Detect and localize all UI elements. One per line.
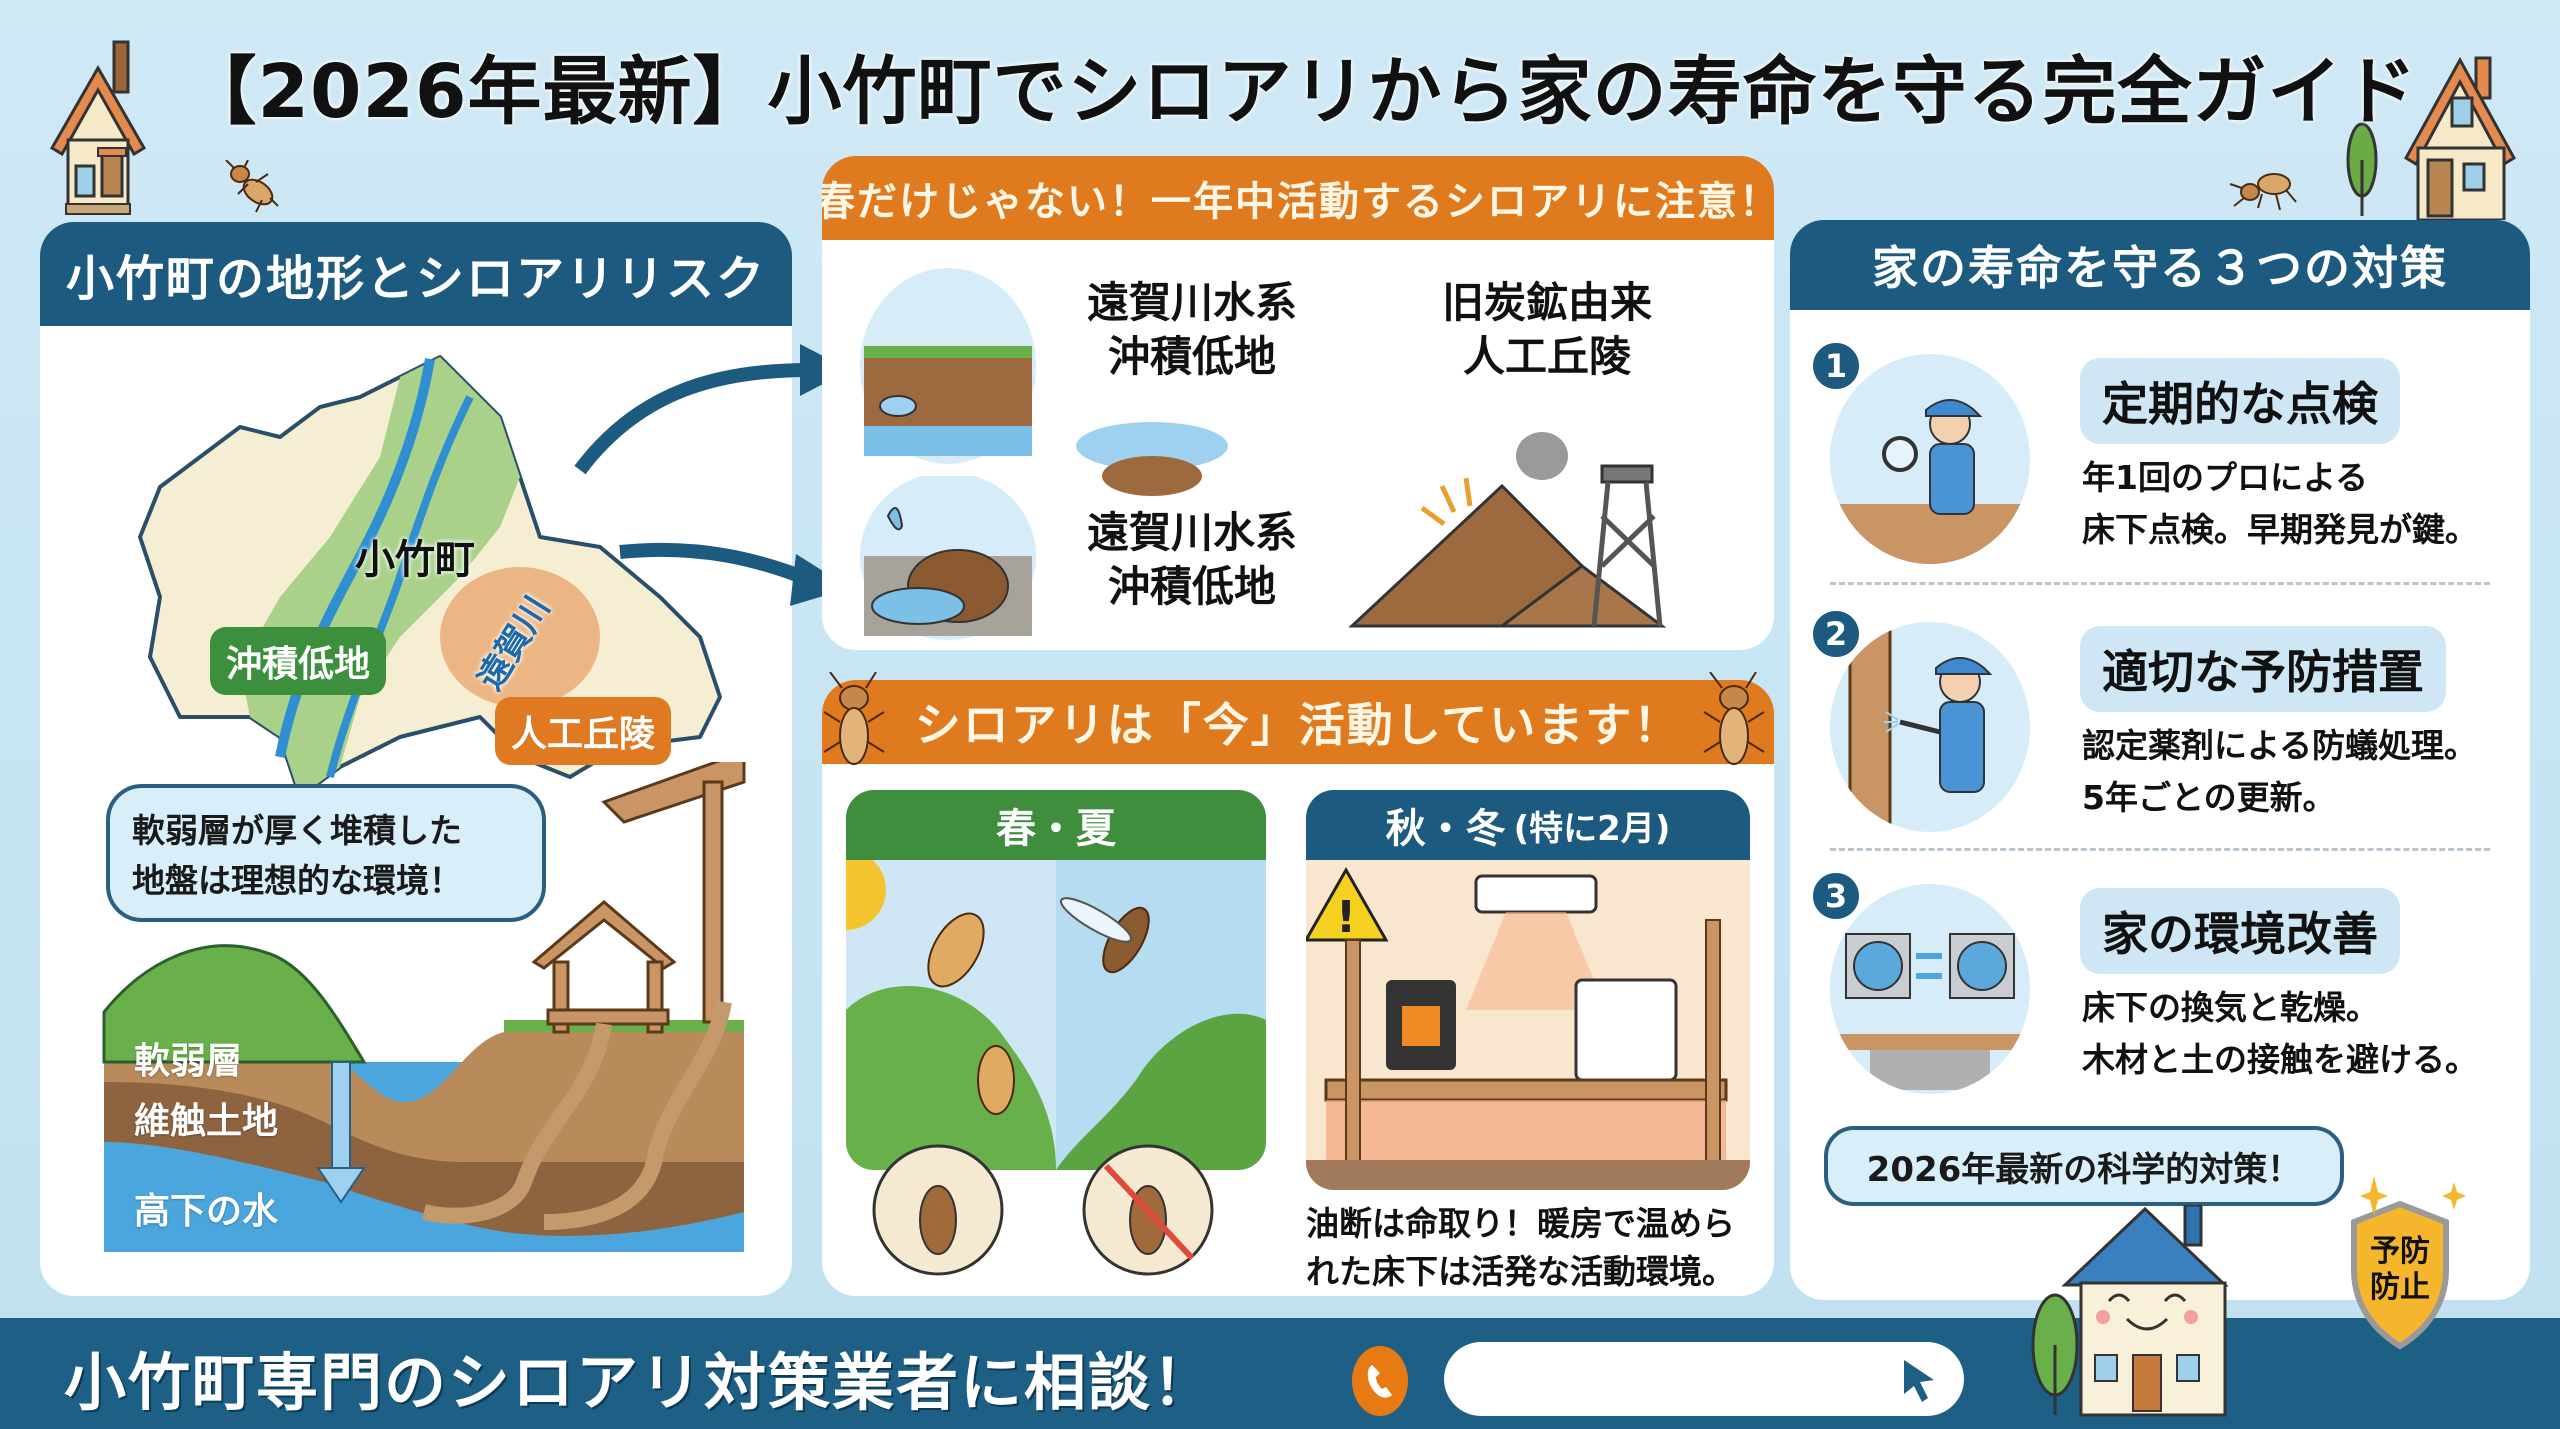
warning-line: 油断は命取り！暖房で温めら (1306, 1204, 1735, 1243)
terrain-risk-heading: 小竹町の地形とシロアリリスク (40, 222, 792, 326)
measure-desc: 認定薬剤による防蟻処理。 5年ごとの更新。 (2082, 720, 2477, 824)
divider (1830, 848, 2490, 851)
step-number-badge: 2 (1810, 608, 1862, 660)
autumn-winter-card: 秋・冬 (特に2月) ! (1306, 790, 1750, 1190)
risk-alluvial-2: 遠賀川水系 沖積低地 (1087, 506, 1297, 614)
measure-title: 適切な予防措置 (2080, 626, 2446, 712)
bubble-line: 地盤は理想的な環境！ (132, 861, 462, 900)
wet-mud-icon (860, 476, 1036, 640)
sprayer-worker-icon (1830, 622, 2030, 832)
puddle-icon (1076, 422, 1228, 496)
layer-soft-soil-label: 軟弱層 (134, 1041, 243, 1082)
footer-cta-bar: 小竹町専門のシロアリ対策業者に相談！ (0, 1318, 2560, 1429)
house-right-icon (2346, 56, 2517, 220)
ground-illustration (102, 762, 746, 1252)
winter-warning-text: 油断は命取り！暖房で温めら れた床下は活発な活動環境。 (1306, 1200, 1766, 1296)
risk-line: 沖積低地 (1108, 562, 1277, 611)
town-map: 小竹町 沖積低地 遠賀川 人工丘陵 (100, 337, 790, 807)
measure-environment: 3 家の環境改善 床下の換気と乾燥。 木材と土の接触を避ける。 (1810, 870, 2510, 1120)
measure-prevention: 2 適切な予防措置 認定薬剤による防蟻処理。 5年ごとの更新。 (1810, 608, 2510, 858)
termite-icon (2229, 173, 2297, 211)
sparkle-icon (2360, 1176, 2466, 1216)
termite-icon (225, 160, 279, 213)
season-note: (特に2月) (1513, 808, 1671, 849)
season-name: 秋・冬 (1385, 806, 1506, 852)
divider (1830, 582, 2490, 585)
warning-line: れた床下は活発な活動環境。 (1306, 1252, 1735, 1291)
layer-contact-soil-label: 維触土地 (134, 1101, 279, 1142)
spring-summer-card: 春・夏 (846, 790, 1266, 1170)
flow-arrow-icon (574, 344, 850, 606)
risk-line: 沖積低地 (1108, 332, 1277, 381)
layer-groundwater-label: 高下の水 (134, 1191, 279, 1232)
risk-mine-hill: 旧炭鉱由来 人工丘陵 (1442, 276, 1652, 384)
house-left-icon (49, 40, 147, 215)
terrain-risk-panel: 小竹町の地形とシロアリリスク 小竹町 沖積低地 遠賀川 人工丘陵 (40, 222, 792, 1296)
map-hill-label: 人工丘陵 (495, 697, 672, 765)
map-alluvial-label: 沖積低地 (210, 627, 387, 695)
shield-line: 防止 (2370, 1270, 2430, 1305)
page-title: 【2026年最新】小竹町でシロアリから家の寿命を守る完全ガイド (182, 48, 2418, 135)
prevention-shield-badge: 予防 防止 (2350, 1200, 2450, 1350)
shield-text: 予防 防止 (2350, 1234, 2450, 1306)
science-speech-bubble: 2026年最新の科学的対策！ (1824, 1126, 2344, 1206)
measure-inspection: 1 定期的な点検 年1回のプロによる 床下点検。早期発見が鍵。 (1810, 340, 2510, 590)
risk-line: 人工丘陵 (1463, 332, 1632, 381)
coal-mine-hill-icon (1348, 432, 1667, 628)
autumn-winter-label: 秋・冬 (特に2月) (1306, 790, 1750, 860)
bubble-line: 軟弱層が厚く堆積した (132, 811, 462, 850)
ground-cross-section: 軟弱層が厚く堆積した 地盤は理想的な環境！ 軟弱層 維触土地 高下の水 (64, 762, 784, 1282)
three-measures-panel: 家の寿命を守る３つの対策 1 定期的な点検 年1回のプロによる 床下点検。早期発… (1790, 220, 2530, 1300)
risk-line: 遠賀川水系 (1087, 278, 1298, 327)
measure-title: 家の環境改善 (2080, 888, 2400, 974)
inspector-icon (1830, 354, 2030, 564)
ventilation-fans-icon (1830, 884, 2030, 1094)
alluvial-soil-icon (860, 268, 1036, 464)
termite-icon (1703, 672, 1765, 765)
spring-summer-label: 春・夏 (846, 790, 1266, 860)
three-measures-heading: 家の寿命を守る３つの対策 (1790, 220, 2530, 310)
desc-line: 認定薬剤による防蟻処理。 (2082, 726, 2478, 765)
ground-speech-bubble: 軟弱層が厚く堆積した 地盤は理想的な環境！ (106, 784, 546, 922)
risk-line: 旧炭鉱由来 (1442, 278, 1653, 327)
consult-cta-text: 小竹町専門のシロアリ対策業者に相談！ (64, 1346, 1217, 1419)
phone-icon (1367, 1365, 1392, 1398)
current-activity-heading: シロアリは「今」活動しています！ (822, 680, 1774, 764)
svg-text:!: ! (1336, 892, 1356, 943)
desc-line: 木材と土の接触を避ける。 (2082, 1040, 2478, 1079)
shield-line: 予防 (2370, 1234, 2430, 1269)
termite-compare-icon (872, 1144, 1214, 1276)
desc-line: 5年ごとの更新。 (2082, 778, 2336, 817)
spring-summer-illustration (846, 850, 1266, 1170)
measure-desc: 年1回のプロによる 床下点検。早期発見が鍵。 (2082, 452, 2478, 556)
current-activity-panel: シロアリは「今」活動しています！ 春・夏 秋・冬 (特に2月) ! (822, 680, 1774, 1296)
contact-input[interactable] (1444, 1342, 1964, 1416)
desc-line: 年1回のプロによる (2082, 458, 2368, 497)
pointer-cursor-icon (1904, 1360, 1934, 1402)
measure-desc: 床下の換気と乾燥。 木材と土の接触を避ける。 (2082, 982, 2478, 1086)
map-town-label: 小竹町 (355, 537, 475, 583)
step-number-badge: 1 (1810, 340, 1862, 392)
termite-icon (823, 672, 885, 765)
winter-heating-illustration: ! (1306, 860, 1750, 1190)
phone-button[interactable] (1352, 1346, 1408, 1416)
measure-title: 定期的な点検 (2080, 358, 2400, 444)
risk-alluvial-1: 遠賀川水系 沖積低地 (1087, 276, 1297, 384)
year-round-heading: 春だけじゃない！一年中活動するシロアリに注意！ (822, 156, 1774, 240)
desc-line: 床下の換気と乾燥。 (2082, 988, 2379, 1027)
smiling-house-mascot (2031, 1205, 2229, 1417)
year-round-activity-panel: 春だけじゃない！一年中活動するシロアリに注意！ 遠賀川水系 沖積低地 遠賀川水系… (822, 156, 1774, 650)
desc-line: 床下点検。早期発見が鍵。 (2082, 510, 2478, 549)
risk-line: 遠賀川水系 (1087, 508, 1298, 557)
step-number-badge: 3 (1810, 870, 1862, 922)
